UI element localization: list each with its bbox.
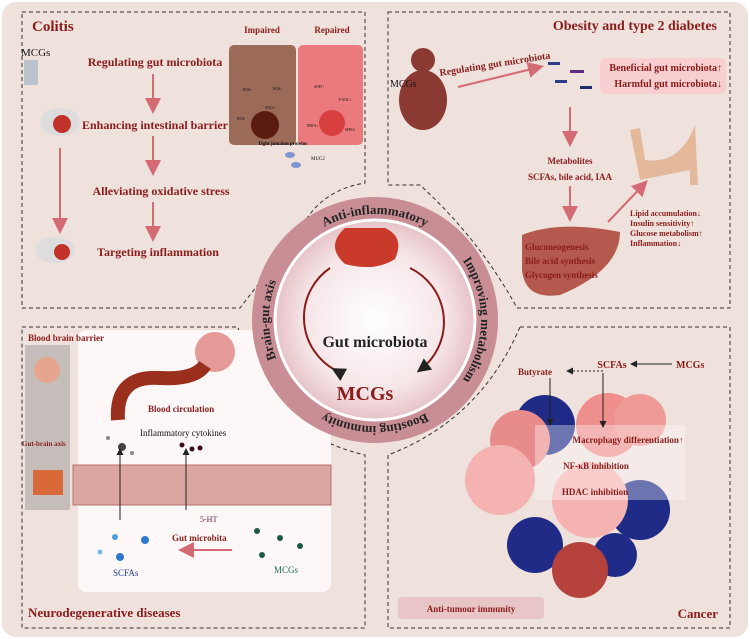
neuro-title: Neurodegenerative diseases xyxy=(28,605,180,620)
brain-icon xyxy=(34,357,60,383)
cancer-title: Cancer xyxy=(678,606,719,621)
impaired-label: Impaired xyxy=(244,25,280,35)
colitis-panel xyxy=(21,11,366,309)
colitis-step-4: Targeting inflammation xyxy=(97,245,219,259)
effect-item: Lipid accumulation↓ xyxy=(630,209,701,218)
cancer-effect: NF-κB inhibition xyxy=(563,461,629,471)
obesity-drug-label: MCGs xyxy=(390,79,417,90)
sod-down-label: SOD↓ xyxy=(265,105,275,110)
repaired-cell xyxy=(298,45,363,145)
effect-item: Glucose metabolism↑ xyxy=(630,229,703,238)
intestine-icon xyxy=(33,470,63,495)
liver-item: Gluconeogenesis xyxy=(525,242,589,252)
gut-brain-label: Gut-brain axis xyxy=(22,440,66,448)
tight-junction-label: Tight junction proteins xyxy=(258,142,307,147)
cancer-section: SCFAs MCGs Butyrate Macrophagy different… xyxy=(398,360,718,621)
ring-label-brain-gut-axis: Brain-gut axis xyxy=(257,277,279,363)
liver-item: Glycogen synthesis xyxy=(525,270,598,280)
mpo-label: MPO↓ xyxy=(345,127,356,132)
liver-icon xyxy=(522,226,620,296)
epithelium xyxy=(72,464,332,506)
ros-label: ROS xyxy=(273,86,281,91)
bottle-icon xyxy=(24,60,38,85)
effect-item: Insulin sensitivity↑ xyxy=(630,219,694,228)
butyrate-label: Butyrate xyxy=(518,367,552,377)
inner-title: Gut microbiota xyxy=(322,334,427,351)
colitis-step-2: Enhancing intestinal barrier xyxy=(82,118,229,132)
inner-subtitle: MCGs xyxy=(337,383,394,405)
ros-label: ROS xyxy=(243,87,251,92)
obesity-title: Obesity and type 2 diabetes xyxy=(553,19,718,34)
liver-item: Bile acid synthesis xyxy=(525,256,596,266)
metabolites-list: SCFAs, bile acid, IAA xyxy=(528,172,613,182)
gut-microbiota-label: Gut microbita xyxy=(172,533,227,543)
impaired-cell xyxy=(229,45,296,145)
obesity-panel xyxy=(387,11,731,309)
mda-label: MDA↓ xyxy=(307,123,318,128)
cytokines-label: Inflammatory cytokines xyxy=(140,428,227,438)
ros-label: ROS xyxy=(237,116,245,121)
svg-text:Brain-gut axis: Brain-gut axis xyxy=(257,277,279,363)
mcgs-label: MCGs xyxy=(274,565,299,575)
colitis-title: Colitis xyxy=(32,19,74,35)
cancer-effect: Macrophagy differentiation↑ xyxy=(573,435,684,445)
repaired-label: Repaired xyxy=(314,25,349,35)
effect-item: Inflammation↓ xyxy=(630,239,681,248)
colitis-section: Colitis MCGs Regulating gut microbiota E… xyxy=(21,19,363,263)
beneficial-label: Beneficial gut microbiota↑ xyxy=(609,63,722,74)
blood-vessel-icon xyxy=(110,360,211,421)
brain-icon xyxy=(195,332,235,372)
colitis-step-1: Regulating gut microbiota xyxy=(88,55,222,69)
neuro-section: Blood brain barrier Gut-brain axis Blood… xyxy=(22,330,332,620)
arm-icon xyxy=(630,125,698,185)
taoc-label: T-AOC↑ xyxy=(338,97,352,102)
bbb-label: Blood brain barrier xyxy=(28,333,104,343)
scfas-label: SCFAs xyxy=(597,360,626,371)
intestine-icon xyxy=(335,228,399,268)
cancer-panel xyxy=(387,326,731,629)
colitis-drug-label: MCGs xyxy=(21,47,50,59)
tumor-cells-icon xyxy=(465,393,670,598)
mcgs-label: MCGs xyxy=(676,360,704,371)
sod-up-label: SOD↑ xyxy=(314,84,324,89)
microbiota-icon xyxy=(548,62,592,89)
cancer-effect: HDAC inhibition xyxy=(562,487,628,497)
metabolites-title: Metabolites xyxy=(548,156,593,166)
anti-tumour-badge: Anti-tumour immunity xyxy=(427,604,516,614)
center-circle: Gut microbiota MCGs Anti-inflammatory Im… xyxy=(252,197,498,443)
muc2-label: MUC2 xyxy=(311,157,325,162)
colitis-step-3: Alleviating oxidative stress xyxy=(92,184,229,198)
blood-circulation-label: Blood circulation xyxy=(148,404,214,414)
harmful-label: Harmful gut microbiota↓ xyxy=(614,79,722,90)
person-icon xyxy=(411,48,435,72)
scfas-label: SCFAs xyxy=(113,568,139,578)
5ht-label: 5-HT xyxy=(200,515,217,524)
